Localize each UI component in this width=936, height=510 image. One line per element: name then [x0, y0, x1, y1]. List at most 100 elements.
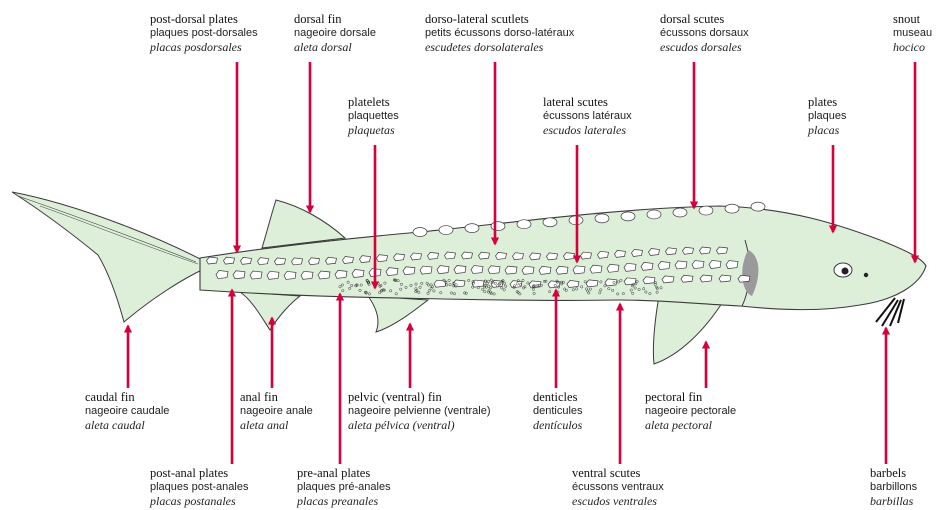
scute — [394, 254, 405, 261]
scute — [437, 266, 449, 274]
scute — [472, 280, 484, 287]
scute — [275, 258, 286, 265]
scute — [573, 266, 585, 274]
dorsal-scute — [465, 224, 479, 233]
scute — [292, 258, 303, 265]
scute — [284, 271, 296, 279]
anal-fin-shape — [240, 292, 300, 330]
scute — [488, 266, 500, 274]
scute — [505, 266, 517, 274]
scute — [719, 275, 731, 282]
dorsal-scute — [543, 218, 557, 227]
scute — [309, 258, 320, 265]
dorsal-scute — [725, 204, 739, 213]
label-ventral-scutes: ventral scutesécussons ventrauxescudos v… — [572, 466, 664, 508]
dorsal-scute — [517, 220, 531, 229]
barbels-shape — [876, 298, 904, 326]
pelvic-fin-shape — [368, 296, 428, 332]
scute — [556, 266, 568, 274]
scute — [717, 247, 728, 254]
scute — [420, 266, 432, 274]
dorsal-scute — [621, 212, 635, 221]
scute — [471, 266, 483, 274]
scute — [666, 248, 677, 255]
scute — [301, 271, 313, 279]
label-post-anal-plates: post-anal platesplaques post-analesplaca… — [150, 466, 248, 508]
scute — [624, 278, 636, 285]
scute — [479, 252, 490, 259]
scute — [241, 257, 252, 264]
label-dorso-lateral-scutlets: dorso-lateral scutletspetits écussons do… — [425, 12, 574, 54]
scute — [326, 257, 337, 264]
dorsal-scute — [699, 206, 713, 215]
scute — [377, 255, 388, 262]
dorsal-scute — [673, 208, 687, 217]
scute — [681, 275, 693, 282]
scute — [607, 264, 619, 272]
scute — [675, 261, 687, 269]
scute — [662, 276, 674, 283]
scute — [641, 262, 653, 270]
label-post-dorsal-plates: post-dorsal platesplaques post-dorsalesp… — [150, 12, 258, 54]
label-pectoral-fin: pectoral finnageoire pectoralealeta pect… — [645, 390, 736, 432]
scute — [564, 253, 575, 260]
scute — [598, 251, 609, 258]
scute — [386, 268, 398, 276]
scute — [567, 281, 579, 288]
scute — [726, 261, 738, 269]
scute — [649, 249, 660, 256]
scute — [454, 265, 466, 273]
scute — [709, 260, 721, 268]
scute — [530, 253, 541, 260]
scute — [738, 275, 750, 282]
scute — [207, 257, 218, 264]
dorsal-scute — [647, 210, 661, 219]
scute — [658, 262, 670, 270]
scute — [522, 266, 534, 274]
scute — [258, 258, 269, 265]
caudal-fin-shape — [12, 192, 206, 322]
scute — [547, 253, 558, 260]
scute — [462, 252, 473, 259]
scute — [632, 249, 643, 256]
scute — [250, 271, 262, 279]
scute — [513, 253, 524, 260]
scute — [360, 256, 371, 263]
dorsal-scute — [491, 222, 505, 231]
scute — [343, 257, 354, 264]
scute — [224, 257, 235, 264]
scute — [581, 252, 592, 259]
scute — [233, 271, 245, 279]
scute — [403, 267, 415, 275]
dorsal-scute — [595, 214, 609, 223]
scute — [683, 247, 694, 254]
scute — [586, 280, 598, 287]
dorsal-scute — [413, 228, 427, 237]
dorsal-scute — [439, 226, 453, 235]
scute — [700, 275, 712, 282]
label-plates: platesplaquesplacas — [808, 95, 847, 137]
scute — [643, 277, 655, 284]
label-lateral-scutes: lateral scutesécussons latérauxescudos l… — [543, 95, 632, 137]
label-caudal-fin: caudal finnageoire caudalealeta caudal — [85, 390, 169, 432]
scute — [624, 263, 636, 271]
label-barbels: barbelsbarbillonsbarbillas — [870, 466, 917, 508]
dorsal-scute — [751, 202, 765, 211]
scute — [445, 252, 456, 259]
scute — [539, 266, 551, 274]
scute — [428, 252, 439, 259]
scute — [335, 270, 347, 278]
scute — [590, 265, 602, 273]
scute — [700, 247, 711, 254]
scute — [216, 271, 228, 279]
